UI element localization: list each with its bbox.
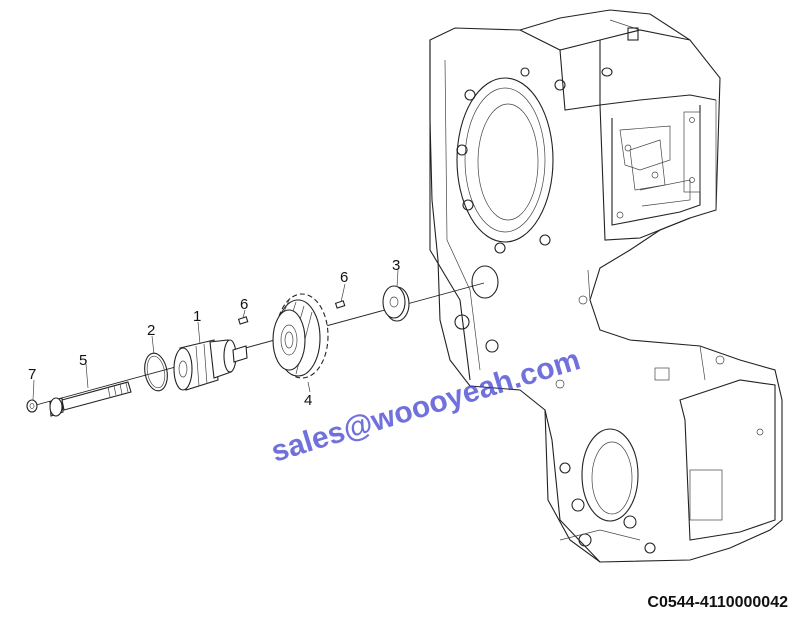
pin-part-6-left <box>237 316 249 325</box>
bearing-housing-part-1 <box>173 339 248 391</box>
callout-5: 5 <box>79 352 87 369</box>
assembly-axis-line <box>35 282 485 406</box>
callout-7: 7 <box>28 366 36 383</box>
o-ring-part-2 <box>144 352 168 392</box>
callout-4: 4 <box>304 392 312 409</box>
thrust-washer-part-3 <box>382 285 410 322</box>
bolt-part-5 <box>49 381 132 417</box>
callout-1: 1 <box>193 308 201 325</box>
callout-3: 3 <box>392 257 400 274</box>
leader-lines <box>32 269 399 401</box>
gear-part-4 <box>272 293 329 379</box>
transmission-housing <box>429 9 783 563</box>
washer-part-7 <box>26 399 38 413</box>
callout-2: 2 <box>147 322 155 339</box>
part-code-label: C0544-4110000042 <box>647 594 788 611</box>
pin-part-6-right <box>334 300 346 309</box>
callout-6-left: 6 <box>240 296 248 313</box>
callout-6-right: 6 <box>340 269 348 286</box>
